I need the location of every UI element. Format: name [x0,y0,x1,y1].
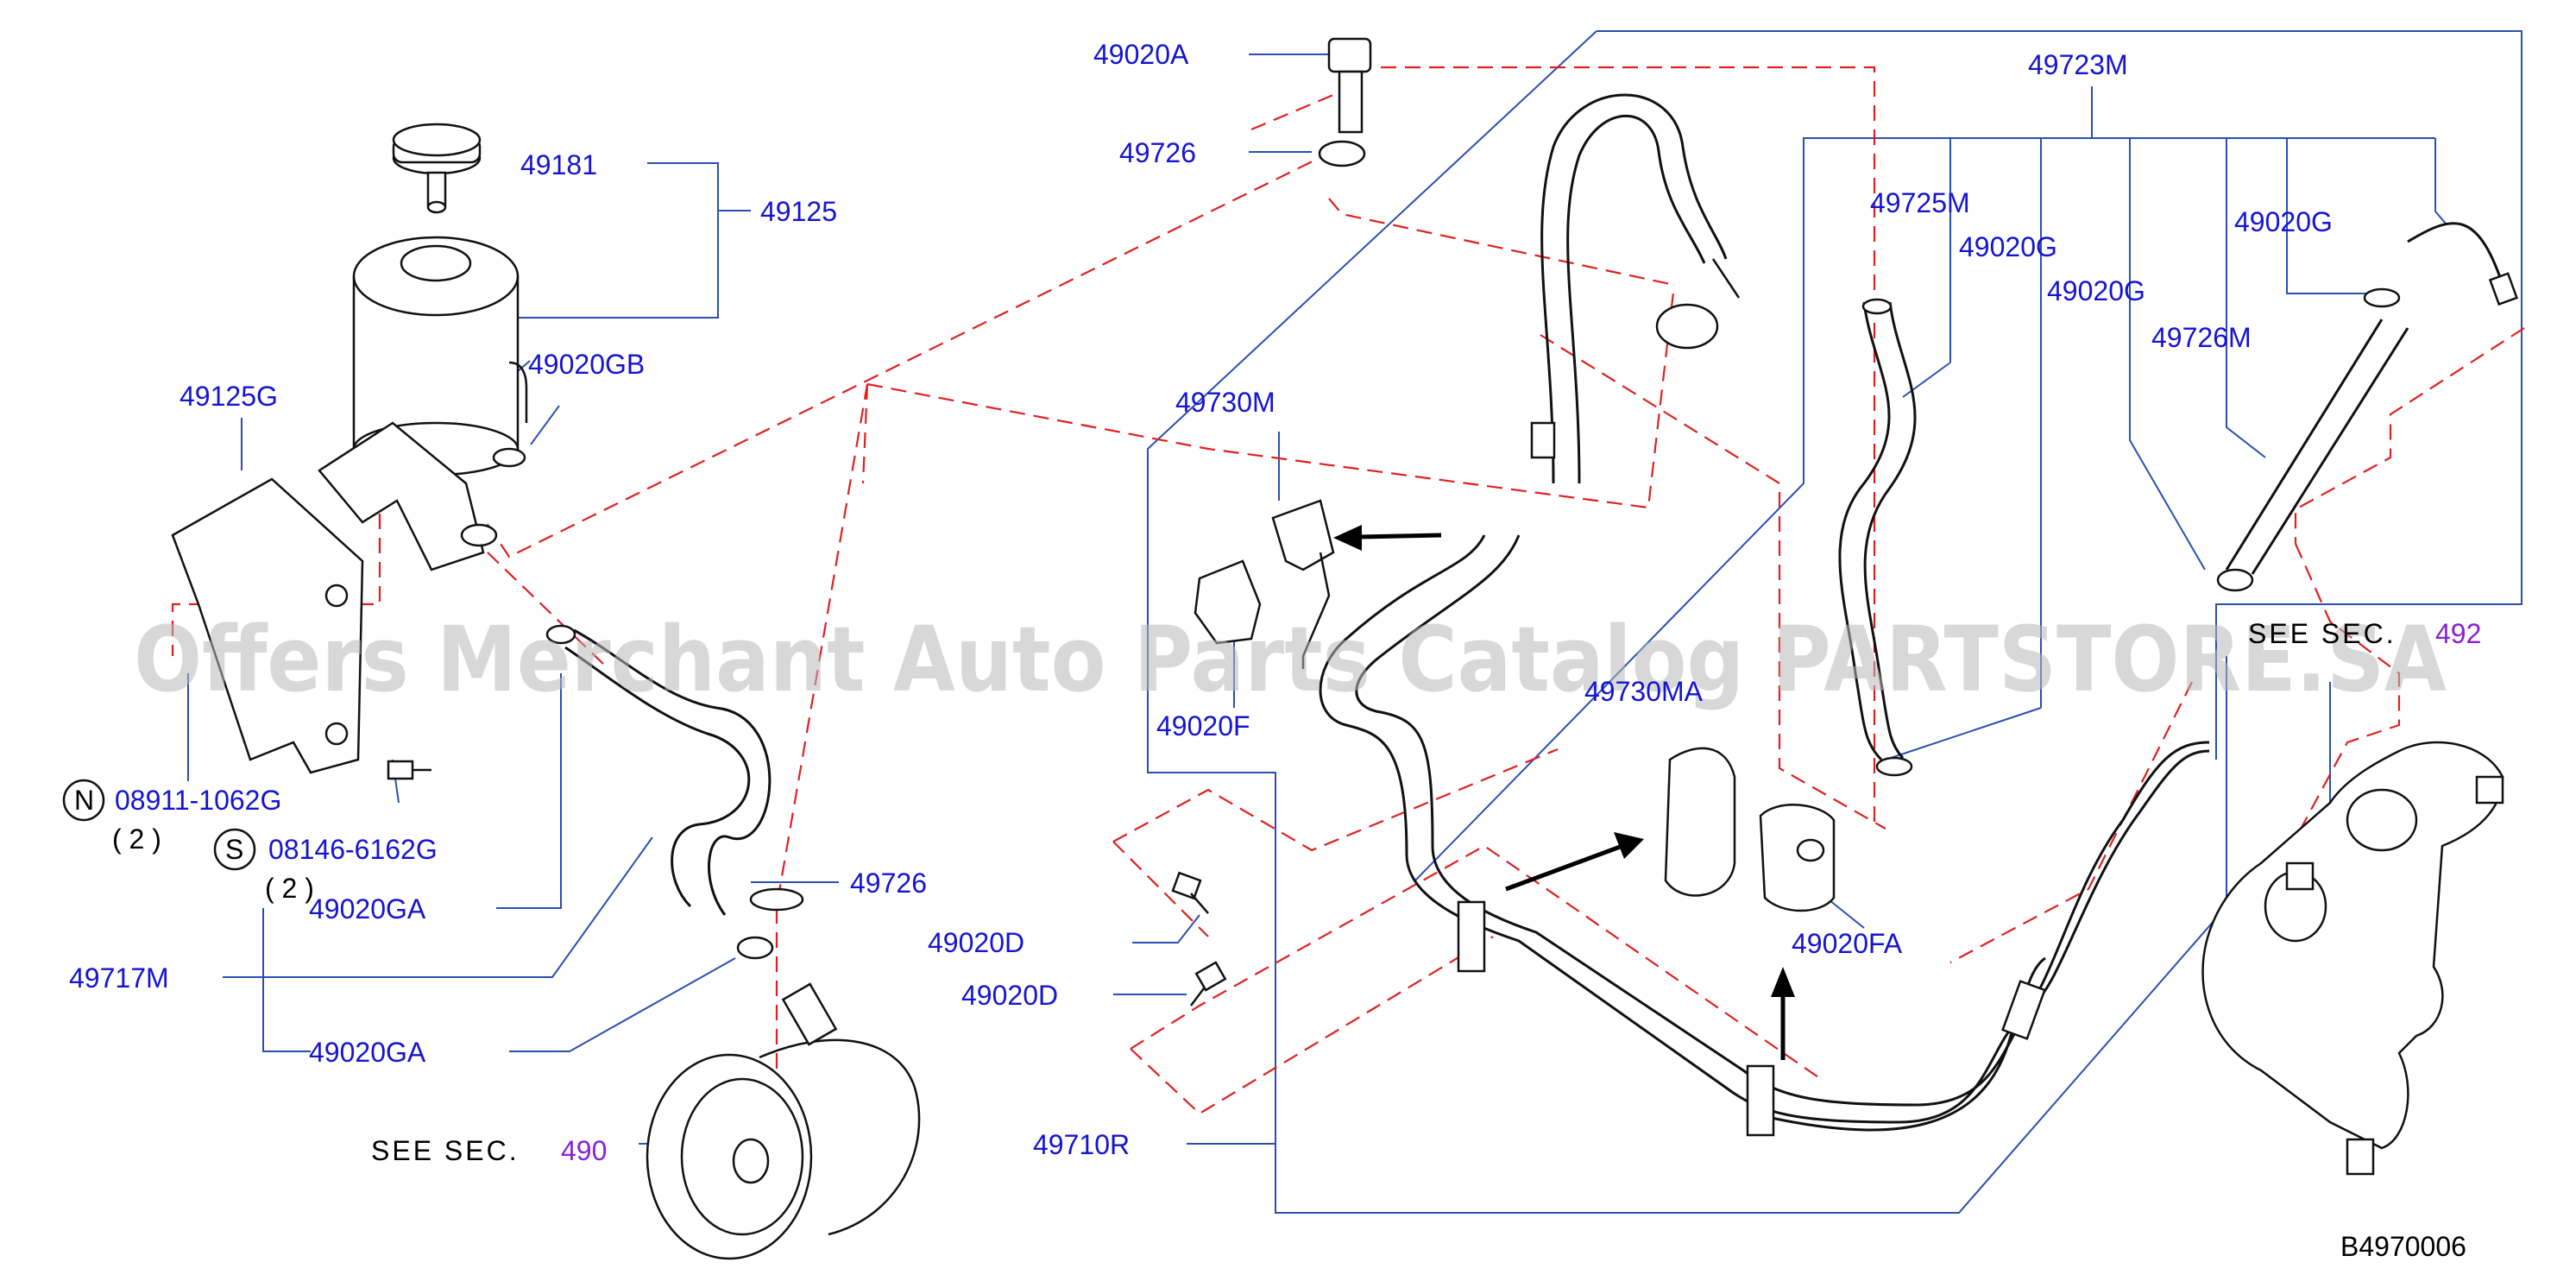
high-pressure-hose-49720 [1540,93,1741,484]
banjo-bolt-49020A [1318,37,1372,167]
hose-49726M [2216,222,2519,592]
qty-08911: ( 2 ) [112,824,161,855]
label-49020FA[interactable]: 49020FA [1792,928,1903,959]
label-49020G-2[interactable]: 49020G [2234,206,2333,237]
label-49726-top[interactable]: 49726 [1119,137,1196,168]
n-symbol: N [74,785,94,816]
label-49710R[interactable]: 49710R [1033,1129,1130,1160]
label-49726-mid[interactable]: 49726 [850,868,927,899]
s-symbol-circle [213,828,256,871]
dashed-assembly-lines [171,66,2525,1115]
see-sec-492-link[interactable]: 492 [2435,618,2481,649]
label-49726M[interactable]: 49726M [2151,322,2252,353]
label-49125G[interactable]: 49125G [180,381,278,412]
label-49723M[interactable]: 49723M [2028,49,2128,80]
see-sec-490-link[interactable]: 490 [561,1135,607,1166]
label-49020G-3[interactable]: 49020G [2047,275,2145,306]
bolts-49020D [1171,871,1227,1006]
label-49730M[interactable]: 49730M [1175,387,1275,418]
gear-box-492 [2201,741,2504,1176]
label-49020GA-1[interactable]: 49020GA [309,893,426,924]
s-symbol: S [225,834,243,865]
figure-code: B4970006 [2340,1231,2466,1262]
label-08146-6162G[interactable]: 08146-6162G [268,834,438,865]
return-hose-49725M [1838,298,1917,777]
clamps-49730M [1194,499,1836,912]
oil-pump-490 [646,887,921,1260]
qty-08146: ( 2 ) [265,873,314,904]
watermark: Offers Merchant Auto Parts Catalog PARTS… [134,607,2447,712]
label-49020G-1[interactable]: 49020G [1959,231,2057,262]
label-49020GB[interactable]: 49020GB [528,349,645,380]
label-49125[interactable]: 49125 [760,196,837,227]
tube-assembly-49710R [1319,421,2210,1137]
part-labels: 49020A 49726 49181 49125 49020GB 49125G … [62,39,2481,1262]
label-49020D-2[interactable]: 49020D [961,980,1058,1011]
label-49181[interactable]: 49181 [520,149,597,180]
direction-arrows [1333,525,1795,1060]
reservoir-assembly [171,123,528,780]
label-49020GA-2[interactable]: 49020GA [309,1037,426,1068]
reservoir-hose-49717M [545,624,774,960]
label-49725M[interactable]: 49725M [1870,187,1970,218]
label-49020A[interactable]: 49020A [1093,39,1189,70]
label-08911-1062G[interactable]: 08911-1062G [115,785,281,816]
label-49020F[interactable]: 49020F [1156,710,1250,741]
label-49730MA[interactable]: 49730MA [1584,676,1704,707]
label-49717M[interactable]: 49717M [69,962,169,994]
label-49020D-1[interactable]: 49020D [928,927,1024,958]
n-symbol-circle [62,779,105,822]
see-sec-490-prefix: SEE SEC. [371,1135,520,1166]
see-sec-492-prefix: SEE SEC. [2248,618,2396,649]
